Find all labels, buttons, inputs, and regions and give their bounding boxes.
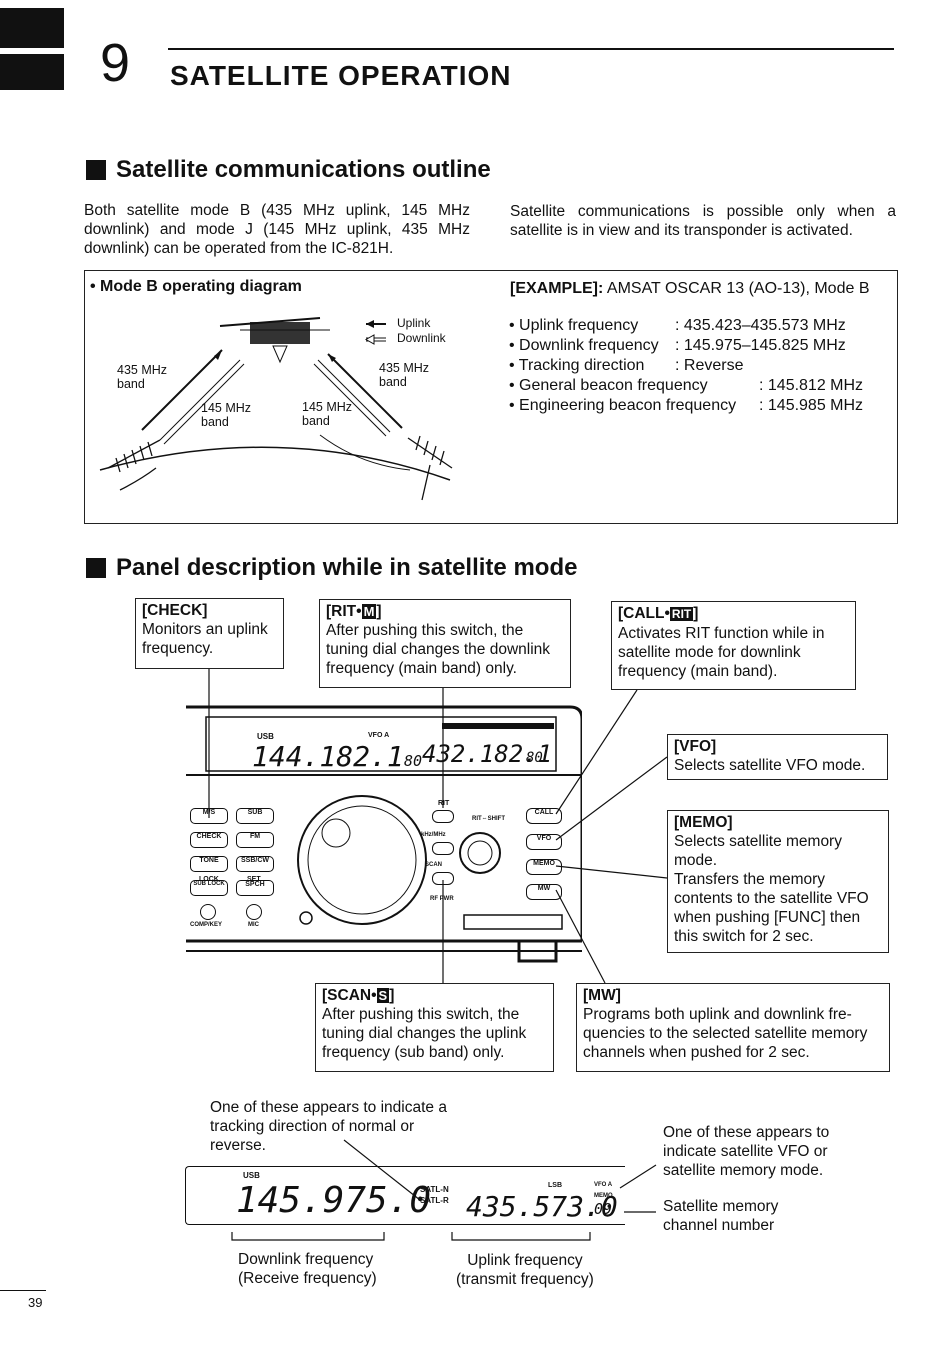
section-heading-outline: Satellite communications outline: [86, 156, 491, 184]
radio-lcd-vfo: VFO A: [368, 732, 390, 739]
radio-lcd-mode: USB: [257, 732, 274, 741]
tone-button[interactable]: TONE: [190, 856, 228, 872]
example-row: • Engineering beacon frequency: 145.985 …: [509, 397, 864, 414]
mw-button[interactable]: MW: [526, 884, 562, 900]
bottom-lcd: [185, 1166, 625, 1225]
rit-button[interactable]: [432, 810, 454, 823]
m-badge: M: [361, 604, 377, 619]
downlink-caption: Downlink frequency (Receive frequency): [238, 1251, 377, 1287]
ms-button[interactable]: M/S: [190, 808, 228, 824]
khz-mhz-button[interactable]: [432, 842, 454, 855]
page-number: 39: [28, 1295, 43, 1310]
s-badge: S: [376, 988, 390, 1003]
chapter-rule: [168, 48, 894, 50]
chapter-number: 9: [100, 33, 131, 93]
callout-rit: [RIT•M] After pushing this switch, the t…: [319, 599, 571, 688]
callout-scan: [SCAN•S] After pushing this switch, the …: [315, 983, 554, 1072]
section-bullet-icon: [86, 160, 106, 180]
check-button[interactable]: CHECK: [190, 832, 228, 848]
satellite-icon: [219, 317, 330, 364]
lock-label: LOCK: [199, 876, 219, 883]
bottom-lcd-memo: MEMO: [594, 1193, 613, 1199]
callout-call: [CALL•RIT] Activates RIT function while …: [611, 601, 856, 690]
diagram-title: • Mode B operating diagram: [90, 278, 302, 295]
satl-r-label: SATL-R: [420, 1196, 449, 1205]
chapter-title: SATELLITE OPERATION: [170, 60, 512, 91]
mic-knob[interactable]: [246, 904, 262, 920]
sub-button[interactable]: SUB: [236, 808, 274, 824]
mic-label: MIC: [248, 922, 259, 928]
mode-b-diagram: [99, 317, 453, 501]
scan-button[interactable]: [432, 872, 454, 885]
scan-label: SCAN: [425, 862, 443, 868]
bottom-downlink-freq: 145.975.0: [236, 1180, 432, 1221]
legend-downlink: Downlink: [397, 331, 446, 345]
right-antenna-icon: [407, 435, 453, 501]
callout-check: [CHECK] Monitors an uplink frequency.: [135, 598, 284, 669]
example-row: • Downlink frequency: 145.975–145.825 MH…: [509, 337, 846, 354]
callout-memo: [MEMO] Selects satellite memory mode. Tr…: [667, 810, 889, 953]
call-button[interactable]: CALL: [526, 808, 562, 824]
radio-main-freq-small: 80: [404, 752, 423, 770]
page-number-rule: [0, 1290, 46, 1291]
bottom-lcd-usb: USB: [243, 1171, 260, 1180]
spch-button[interactable]: SPCH: [236, 880, 274, 896]
set-label: SET: [247, 876, 261, 883]
bottom-lcd-channel: 09: [594, 1200, 613, 1218]
chapter-tab-top: [0, 8, 64, 48]
fm-button[interactable]: FM: [236, 832, 274, 848]
uplink-caption: Uplink frequency (transmit frequency): [456, 1252, 594, 1288]
bottom-uplink-freq: 435.573.0: [466, 1190, 618, 1223]
bottom-lcd-vfo: VFO A: [594, 1182, 613, 1188]
comp-key-knob[interactable]: [200, 904, 216, 920]
outline-left-paragraph: Both satellite mode B (435 MHz uplink, 1…: [84, 202, 470, 257]
radio-left-buttons: M/S SUB CHECK FM TONE SSB/CW SUB LOCK SP…: [190, 808, 280, 896]
rf-pwr-label: RF PWR: [430, 896, 454, 902]
sub-lock-button[interactable]: SUB LOCK: [190, 880, 228, 896]
section-bullet-icon: [86, 558, 106, 578]
rit-label: RIT: [438, 800, 450, 807]
radio-main-freq: 144.182.1: [252, 740, 404, 773]
vfo-button[interactable]: VFO: [526, 834, 562, 850]
section-heading-text: Panel description while in satellite mod…: [116, 554, 578, 581]
section-heading-panel: Panel description while in satellite mod…: [86, 554, 577, 582]
note-tracking: One of these appears to indicate a track…: [210, 1099, 447, 1154]
legend-uplink: Uplink: [397, 316, 431, 330]
radio-sub-freq-small: 80: [526, 750, 543, 766]
example-row: • General beacon frequency: 145.812 MHz: [509, 377, 864, 394]
example-title: [EXAMPLE]: AMSAT OSCAR 13 (AO-13), Mode …: [510, 280, 870, 297]
satl-n-label: SATL-N: [420, 1185, 449, 1194]
example-row: • Tracking direction: Reverse: [509, 357, 744, 374]
rit-badge: RIT: [669, 607, 694, 621]
left-antenna-icon: [107, 439, 161, 491]
note-channel: Satellite memory channel number: [663, 1198, 779, 1234]
bottom-lcd-lsb: LSB: [548, 1182, 562, 1189]
mode-b-box: [84, 270, 898, 524]
ssb-cw-button[interactable]: SSB/CW: [236, 856, 274, 872]
comp-key-label: COMP/KEY: [190, 922, 223, 928]
khz-mhz-label: kHz/MHz: [421, 832, 446, 838]
example-row: • Uplink frequency: 435.423–435.573 MHz: [509, 317, 846, 334]
note-vfo-memory: One of these appears to indicate satelli…: [663, 1124, 830, 1179]
outline-right-paragraph: Satellite communications is possible onl…: [510, 203, 896, 239]
radio-sub-freq: 432.182.1: [422, 740, 553, 768]
memo-button[interactable]: MEMO: [526, 859, 562, 875]
chapter-tab-bottom: [0, 54, 64, 90]
example-list: • Uplink frequency: 435.423–435.573 MHz …: [509, 316, 889, 416]
callout-mw: [MW] Programs both uplink and downlink f…: [576, 983, 890, 1072]
rit-shift-label: RIT⇔SHIFT: [472, 816, 505, 822]
section-heading-text: Satellite communications outline: [116, 156, 491, 183]
callout-vfo: [VFO] Selects satellite VFO mode.: [667, 734, 888, 780]
